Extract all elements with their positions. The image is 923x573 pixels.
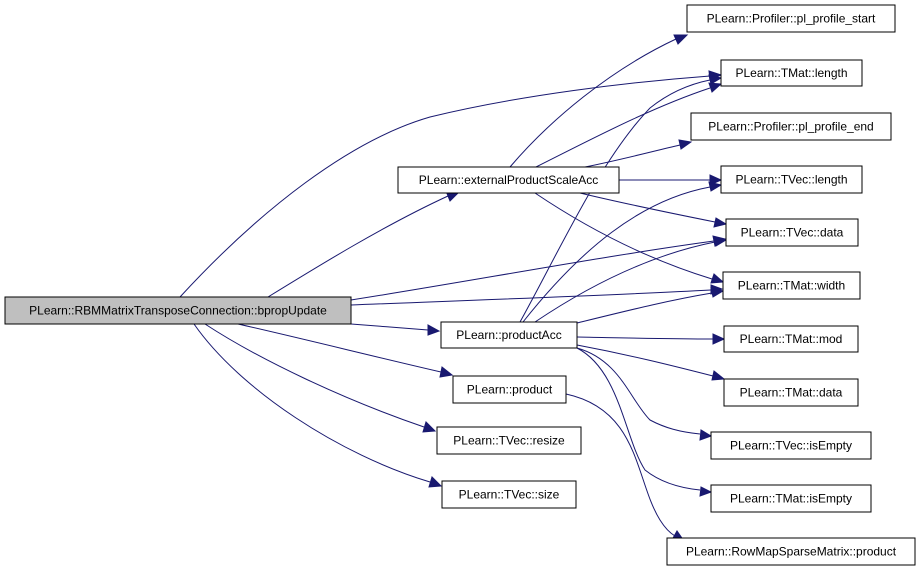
edge-productacc-to-tmat-width-arrowhead [710,287,725,298]
edge-externalproductscaleacc-to-pl-profile-end [584,139,693,168]
edge-root-to-tvec-resize-arrowhead [422,421,437,433]
edge-productacc-to-tmat-mod-line [576,336,714,340]
edge-productacc-to-tvec-data-line [534,241,716,323]
node-label: PLearn::Profiler::pl_profile_end [708,120,873,134]
edge-externalproductscaleacc-to-tvec-data [579,192,728,228]
node-label: PLearn::Profiler::pl_profile_start [707,12,876,26]
node-label: PLearn::TVec::data [741,226,844,240]
edge-externalproductscaleacc-to-tvec-data-line [579,192,716,223]
edge-root-to-tvec-size-line [193,323,431,483]
node-pl-profile-start[interactable]: PLearn::Profiler::pl_profile_start [686,4,896,33]
edge-productacc-to-tmat-data-line [576,344,714,377]
edge-externalproductscaleacc-to-tmat-width [534,192,725,284]
edge-root-to-externalproductscaleacc [267,190,460,298]
node-label: PLearn::externalProductScaleAcc [419,173,598,187]
node-label: PLearn::TVec::length [735,173,847,187]
edge-productacc-to-tmat-isempty [576,347,713,497]
edge-productacc-to-tmat-length-line [519,79,711,323]
node-tmat-isempty[interactable]: PLearn::TMat::isEmpty [710,484,872,513]
node-label: PLearn::TVec::isEmpty [730,439,852,453]
edge-productacc-to-tvec-length-arrowhead [708,181,723,192]
edge-externalproductscaleacc-to-tmat-length-arrowhead [708,82,723,93]
edge-productacc-to-tvec-isempty [576,347,713,441]
edge-externalproductscaleacc-to-pl-profile-end-arrowhead [678,139,693,150]
node-tvec-length[interactable]: PLearn::TVec::length [720,165,863,194]
edge-externalproductscaleacc-to-pl-profile-end-line [584,144,681,168]
node-root-bpropupdate[interactable]: PLearn::RBMMatrixTransposeConnection::bp… [4,296,352,325]
edge-root-to-externalproductscaleacc-line [267,195,449,298]
node-label: PLearn::product [467,383,553,397]
edge-externalproductscaleacc-to-tmat-length-line [535,87,711,168]
node-label: PLearn::RowMapSparseMatrix::product [686,545,897,559]
edge-productacc-to-tmat-mod [576,333,726,345]
edge-root-to-tvec-size-arrowhead [428,476,443,488]
edge-root-to-productacc-arrowhead [427,324,441,336]
node-label: PLearn::TMat::width [738,279,845,293]
node-tvec-isempty[interactable]: PLearn::TVec::isEmpty [710,431,872,460]
node-label: PLearn::productAcc [456,328,561,342]
edge-externalproductscaleacc-to-pl-profile-start [509,34,689,168]
edge-root-to-productacc-line [350,323,429,331]
node-label: PLearn::RBMMatrixTransposeConnection::bp… [29,304,327,318]
node-pl-profile-end[interactable]: PLearn::Profiler::pl_profile_end [690,112,892,141]
node-tvec-data[interactable]: PLearn::TVec::data [725,218,859,247]
edge-productacc-to-tmat-width [576,287,725,324]
edge-root-to-tvec-data [350,235,727,301]
edge-productacc-to-tmat-isempty-line [576,347,701,491]
edge-productacc-to-tmat-mod-arrowhead [712,333,726,345]
node-tvec-size[interactable]: PLearn::TVec::size [441,480,577,509]
edge-productacc-to-tvec-data-arrowhead [713,236,728,247]
edge-externalproductscaleacc-to-pl-profile-start-arrowhead [673,34,689,45]
edge-externalproductscaleacc-to-tmat-width-arrowhead [710,273,725,284]
node-label: PLearn::TVec::resize [453,434,565,448]
node-label: PLearn::TVec::size [459,488,560,502]
edge-externalproductscaleacc-to-tvec-data-arrowhead [713,217,728,228]
edge-product-to-rowmap-product [565,393,686,542]
edge-root-to-product-arrowhead [439,366,454,378]
edge-productacc-to-tvec-length-line [522,186,711,323]
edge-root-to-tmat-width-line [350,289,712,306]
edge-externalproductscaleacc-to-tvec-length [619,174,723,186]
edge-root-to-product-line [237,323,442,373]
edge-root-to-tvec-size [193,323,443,488]
node-label: PLearn::TMat::data [740,386,843,400]
node-externalproductscaleacc[interactable]: PLearn::externalProductScaleAcc [397,166,620,194]
node-productacc[interactable]: PLearn::productAcc [440,321,578,349]
edge-root-to-tvec-resize-line [204,323,425,428]
edge-productacc-to-tmat-data [576,344,726,381]
edge-externalproductscaleacc-to-tmat-length [535,82,723,168]
edge-root-to-product [237,323,454,378]
edge-productacc-to-tmat-data-arrowhead [711,370,726,381]
node-rowmapsparsematrix-product[interactable]: PLearn::RowMapSparseMatrix::product [666,537,916,566]
node-tmat-length[interactable]: PLearn::TMat::length [720,59,863,87]
edge-productacc-to-tmat-length [519,74,723,323]
node-tmat-mod[interactable]: PLearn::TMat::mod [723,325,859,353]
node-label: PLearn::TMat::mod [740,332,843,346]
node-product[interactable]: PLearn::product [452,375,567,404]
node-tvec-resize[interactable]: PLearn::TVec::resize [436,426,582,455]
edge-productacc-to-tvec-isempty-line [576,347,701,435]
edge-externalproductscaleacc-to-pl-profile-start-line [509,38,677,168]
edge-root-to-productacc [350,323,441,336]
edge-root-to-tvec-resize [204,323,437,433]
edge-productacc-to-tvec-length [522,181,723,323]
node-tmat-data[interactable]: PLearn::TMat::data [723,378,859,407]
edge-productacc-to-tvec-data [534,236,728,323]
node-label: PLearn::TMat::length [735,66,847,80]
edge-root-to-tmat-length-line [179,75,711,298]
edge-productacc-to-tmat-length-arrowhead [708,74,723,85]
edge-productacc-to-tmat-isempty-arrowhead [699,486,713,497]
edge-product-to-rowmap-product-line [565,393,676,537]
node-label: PLearn::TMat::isEmpty [730,492,852,506]
edge-productacc-to-tmat-width-line [576,292,713,324]
edge-root-to-tvec-data-line [350,240,715,301]
call-edges [179,34,728,542]
edge-productacc-to-tvec-isempty-arrowhead [699,429,713,441]
edge-externalproductscaleacc-to-tmat-width-line [534,192,713,280]
node-tmat-width[interactable]: PLearn::TMat::width [722,271,861,300]
